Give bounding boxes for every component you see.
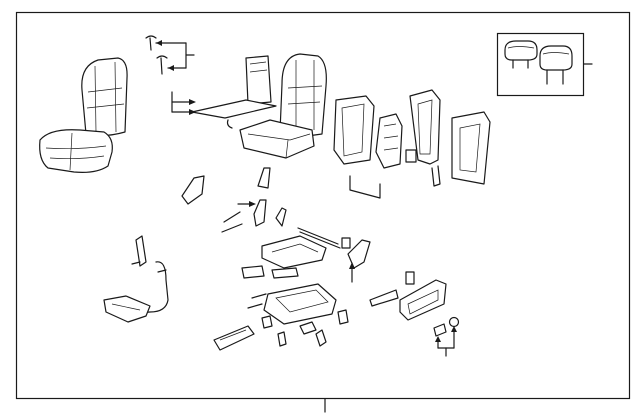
bracket-parts xyxy=(181,167,287,233)
headrest-left xyxy=(504,40,538,69)
seat-assembly xyxy=(39,57,128,173)
side-shield xyxy=(369,271,447,321)
recliner-handle xyxy=(347,239,371,283)
screw-callout xyxy=(145,35,195,75)
diagram-frame xyxy=(15,11,631,400)
wiring-harness xyxy=(103,235,169,323)
rear-frame-panel xyxy=(409,89,491,187)
lumbar-assembly xyxy=(375,113,417,169)
headrest-right xyxy=(539,45,573,85)
seat-back-frame xyxy=(333,95,381,199)
switch-knobs xyxy=(433,316,460,357)
headrest-box xyxy=(496,32,593,97)
seat-pan xyxy=(261,227,351,269)
seat-back-panel xyxy=(171,55,277,129)
seat-track-parts xyxy=(213,265,349,351)
seat-covers xyxy=(239,53,327,159)
